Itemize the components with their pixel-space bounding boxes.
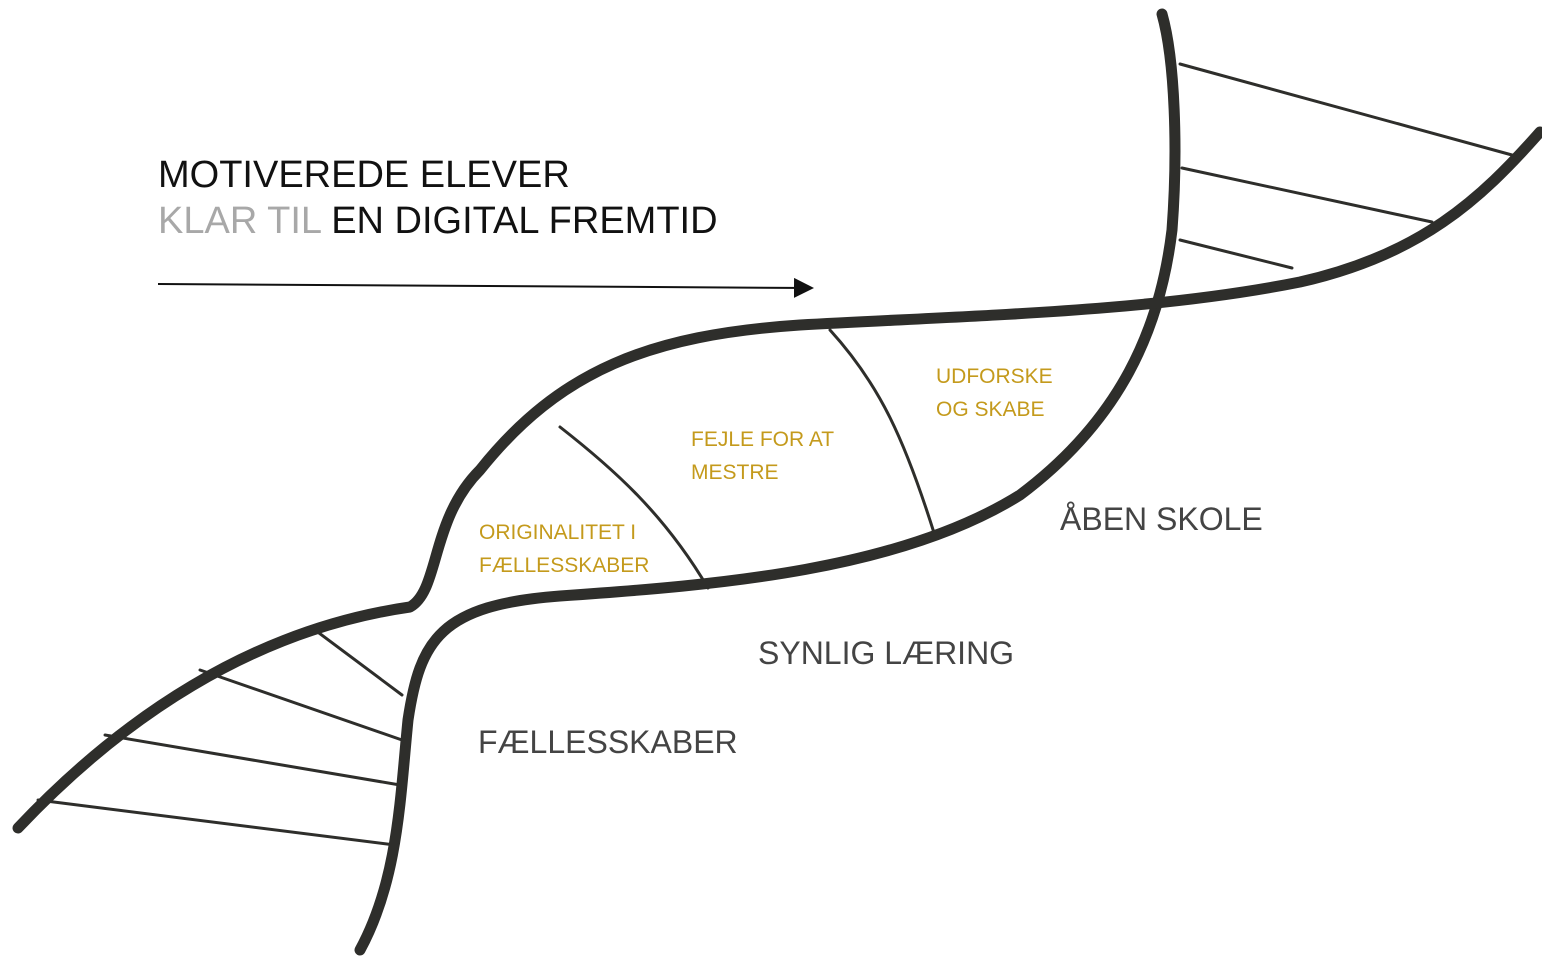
helix-rungs [36,62,1514,847]
title-line-2: KLAR TIL EN DIGITAL FREMTID [158,198,718,244]
rung-label-fejle: FEJLE FOR AT MESTRE [691,424,834,489]
rung-label-originalitet: ORIGINALITET I FÆLLESSKABER [479,517,649,582]
rung-label-fejle-line-1: FEJLE FOR AT [691,428,835,451]
label-faellesskaber: FÆLLESSKABER [478,724,738,760]
label-aaben-skole: ÅBEN SKOLE [1060,501,1263,537]
helix-rung [828,328,937,538]
rung-label-udforske-line-1: UDFORSKE [936,365,1053,388]
helix-strand-a [354,8,1181,956]
title-line-2-main: EN DIGITAL FREMTID [331,200,718,243]
rung-label-originalitet-line-1: ORIGINALITET I [479,521,637,544]
helix-rung [558,425,710,590]
rung-label-udforske-line-2: OG SKABE [936,397,1045,421]
title-line-2-muted: KLAR TIL [158,200,321,243]
rung-label-originalitet-line-2: FÆLLESSKABER [479,553,650,577]
helix-rung [103,733,402,787]
helix-rung [36,798,397,847]
helix-rung [313,628,404,697]
helix-rung [1178,62,1514,157]
helix-rung [1180,166,1434,224]
diagram-title: MOTIVEREDE ELEVER KLAR TIL EN DIGITAL FR… [158,152,718,245]
rung-label-udforske: UDFORSKE OG SKABE [936,361,1053,426]
title-line-1: MOTIVEREDE ELEVER [158,154,570,196]
title-arrow [157,277,814,298]
helix-rung [1178,238,1294,270]
helix-strand-b [12,126,1542,834]
rung-label-fejle-line-2: MESTRE [691,460,779,484]
label-synlig-laering: SYNLIG LÆRING [758,635,1015,671]
helix-rung [198,668,404,742]
